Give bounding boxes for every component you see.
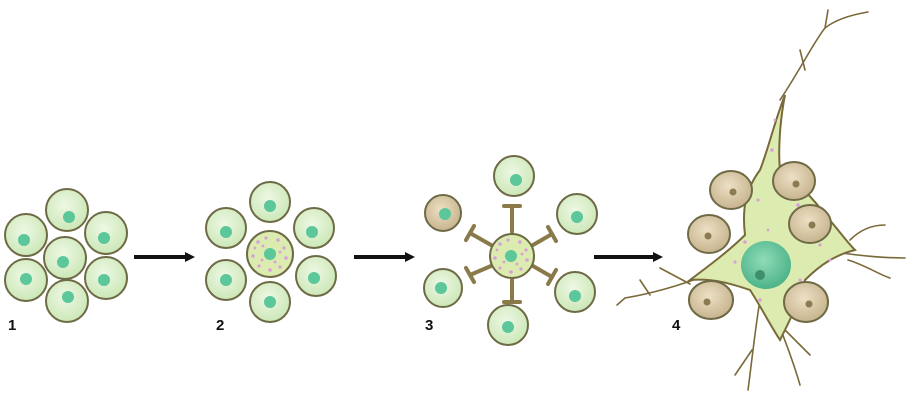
cell	[556, 193, 598, 235]
cell	[249, 281, 291, 323]
stage-label-4: 4	[672, 317, 681, 334]
neuron-soma	[686, 94, 857, 342]
granules	[251, 236, 288, 272]
cell	[493, 155, 535, 197]
cell	[424, 194, 462, 232]
cell	[423, 268, 463, 308]
granules	[493, 238, 529, 274]
cell	[205, 207, 247, 249]
stage-1-cluster	[4, 188, 128, 323]
cell	[554, 271, 596, 313]
stage-4-neuron	[616, 9, 906, 391]
cell	[249, 181, 291, 223]
glial-cell	[783, 281, 829, 323]
glial-cell	[772, 161, 816, 201]
cell	[4, 258, 48, 302]
differentiating-cell	[489, 233, 535, 279]
cell	[45, 279, 89, 323]
stage-label-3: 3	[425, 317, 433, 334]
cell	[45, 188, 89, 232]
cell	[487, 304, 529, 346]
cell	[205, 259, 247, 301]
cell	[4, 213, 48, 257]
cell	[295, 255, 337, 297]
inhibitory-signals	[464, 204, 558, 304]
cell	[84, 256, 128, 300]
neuron-nucleus	[741, 241, 791, 289]
glial-cell	[788, 204, 832, 244]
cell	[293, 207, 335, 249]
cell	[84, 211, 128, 255]
differentiating-cell	[246, 230, 294, 278]
stage-2-cluster	[205, 181, 337, 323]
stage-label-1: 1	[8, 317, 16, 334]
glial-cell	[688, 280, 734, 320]
cell	[43, 236, 87, 280]
stage-3-cluster	[423, 155, 598, 346]
stage-label-2: 2	[216, 317, 224, 334]
glial-cell	[687, 214, 731, 254]
glial-cell	[709, 170, 753, 210]
